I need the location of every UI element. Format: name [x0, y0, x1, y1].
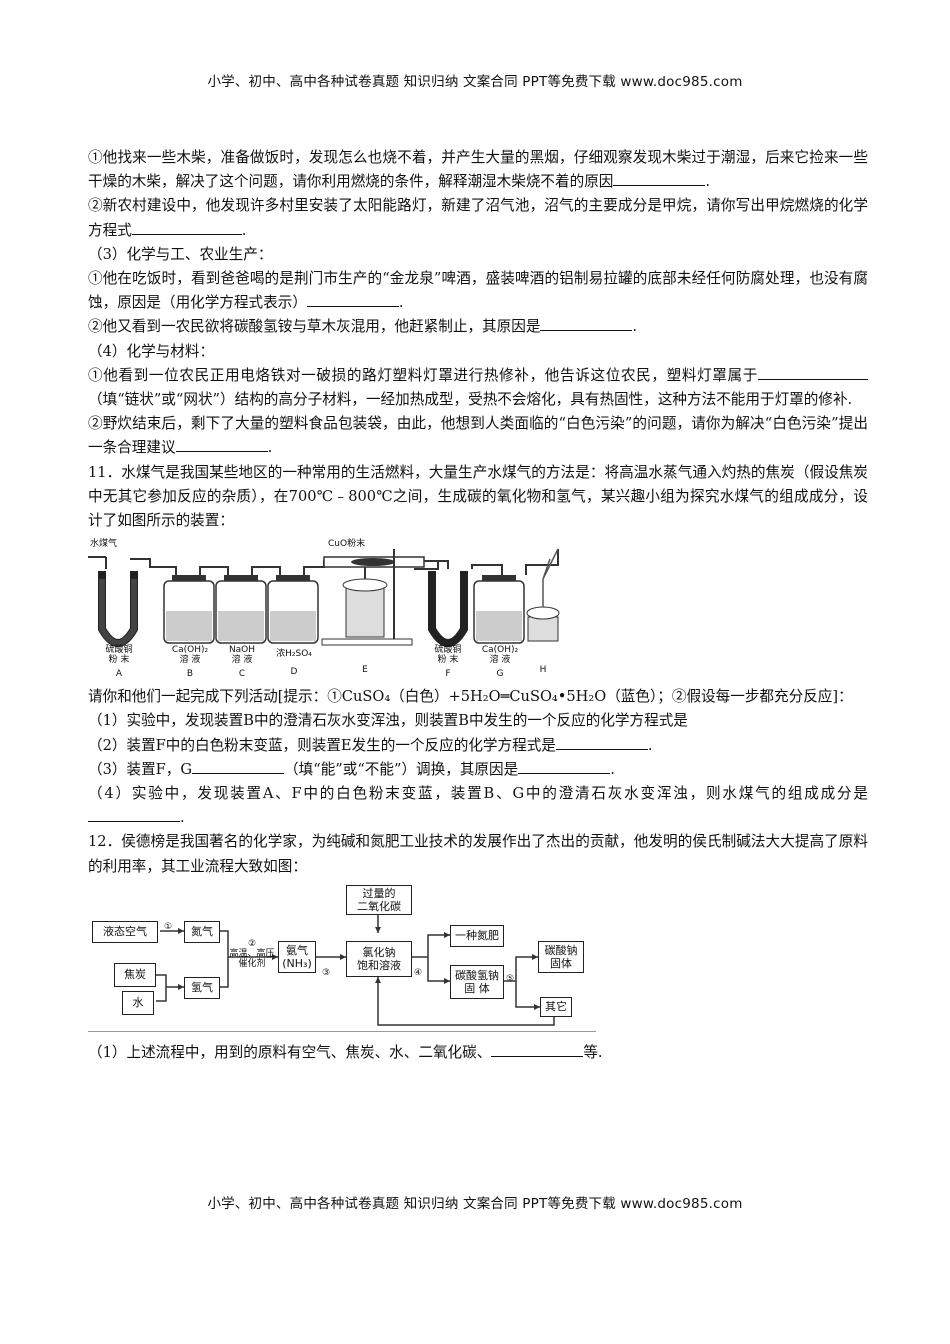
flowchart-arrows [156, 912, 555, 1026]
text: ①他看到一位农民正用电烙铁对一破损的路灯塑料灯罩进行热修补，他告诉这位农民，塑料… [88, 366, 758, 384]
divider [88, 1030, 596, 1032]
text: ①他在吃饭时，看到爸爸喝的是荆门市生产的“金龙泉”啤酒，盛装啤酒的铝制易拉罐的底… [88, 270, 868, 312]
step-1: ① [164, 921, 173, 932]
paragraph: ①他在吃饭时，看到爸爸喝的是荆门市生产的“金龙泉”啤酒，盛装啤酒的铝制易拉罐的底… [88, 267, 868, 315]
box-coke: 焦炭 [114, 962, 156, 987]
question-11-2: （2）装置F中的白色粉末变蓝，则装置E发生的一个反应的化学方程式是. [88, 735, 653, 754]
question-12: 12．侯德榜是我国著名的化学家，为纯碱和氮肥工业技术的发展作出了杰出的贡献，他发… [88, 833, 868, 875]
box-nitrogen: 氮气 [184, 920, 220, 943]
box-excess-co2: 过量的二氧化碳 [346, 884, 412, 915]
paragraph: ②新农村建设中，他发现许多村里安装了太阳能路灯，新建了沼气池，沼气的主要成分是甲… [88, 194, 868, 242]
answer-blank[interactable] [555, 735, 648, 750]
unit-h-label: H [539, 665, 547, 676]
box-nahco3: 碳酸氢钠固 体 [450, 964, 504, 999]
question-11-1: （1）实验中，发现装置B中的澄清石灰水变浑浊，则装置B中发生的一个反应的化学方程… [88, 712, 688, 730]
answer-blank[interactable] [88, 807, 180, 823]
paragraph: ①他看到一位农民正用电烙铁对一破损的路灯塑料灯罩进行热修补，他告诉这位农民，塑料… [88, 364, 868, 412]
question-12-1: （1）上述流程中，用到的原料有空气、焦炭、水、二氧化碳、等. [88, 1042, 603, 1061]
text: . [632, 318, 638, 336]
box-na2co3: 碳酸钠固体 [538, 940, 584, 973]
process-flowchart: 液态空气 氮气 焦炭 水 氢气 氨气(NH₃) 过量的二氧化碳 氯化钠饱和溶液 … [88, 884, 608, 1035]
question-11-3: （3）装置F，G（填“能”或“不能”）调换，其原因是. [88, 759, 615, 778]
hint: 请你和他们一起完成下列活动[提示：①CuSO₄（白色）+5H₂O═CuSO₄•5… [88, 688, 853, 706]
text: ①他找来一些木柴，准备做饭时，发现怎么也烧不着，并产生大量的黑烟，仔细观察发现木… [88, 149, 868, 191]
apparatus-drawing [88, 548, 560, 648]
text: . [705, 173, 711, 191]
unit-e-label: E [362, 665, 368, 676]
box-other: 其它 [540, 996, 572, 1017]
answer-blank[interactable] [175, 437, 268, 453]
text: ②新农村建设中，他发现许多村里安装了太阳能路灯，新建了沼气池，沼气的主要成分是甲… [88, 197, 868, 239]
answer-blank[interactable] [131, 220, 242, 235]
step-4: ④ [414, 967, 423, 978]
paragraph: ②他又看到一农民欲将碳酸氢铵与草木灰混用，他赶紧制止，其原因是. [88, 315, 868, 339]
text: . [241, 221, 247, 239]
answer-blank[interactable] [518, 759, 611, 774]
page-header: 小学、初中、高中各种试卷真题 知识归纳 文案合同 PPT等免费下载 www.do… [207, 74, 743, 90]
text: . [267, 439, 273, 457]
text: （填“链状”或“网状”）结构的高分子材料，一经加热成型，受热不会熔化，具有热固性… [88, 391, 853, 409]
box-liquid-air: 液态空气 [92, 920, 158, 943]
box-hydrogen: 氢气 [184, 976, 220, 999]
box-ammonia: 氨气(NH₃) [278, 940, 316, 973]
answer-blank[interactable] [491, 1042, 584, 1057]
page-footer: 小学、初中、高中各种试卷真题 知识归纳 文案合同 PPT等免费下载 www.do… [207, 1196, 743, 1212]
box-water: 水 [122, 990, 154, 1015]
step-5: ⑤ [506, 973, 515, 984]
answer-blank[interactable] [540, 316, 633, 332]
paragraph: ②野炊结束后，剩下了大量的塑料食品包装袋，由此，他想到人类面临的“白色污染”的问… [88, 412, 868, 460]
cuo-label: CuO粉末 [328, 539, 366, 550]
document-body: ①他找来一些木柴，准备做饭时，发现怎么也烧不着，并产生大量的黑烟，仔细观察发现木… [88, 146, 868, 1065]
question-11-4: （4）实验中，发现装置A、F中的白色粉末变蓝，装置B、G中的澄清石灰水变浑浊，则… [88, 785, 868, 827]
box-nacl-solution: 氯化钠饱和溶液 [346, 940, 412, 977]
text: ②野炊结束后，剩下了大量的塑料食品包装袋，由此，他想到人类面临的“白色污染”的问… [88, 415, 868, 457]
text: ②他又看到一农民欲将碳酸氢铵与草木灰混用，他赶紧制止，其原因是 [88, 318, 541, 336]
question-11: 11．水煤气是我国某些地区的一种常用的生活燃料，大量生产水煤气的方法是：将高温水… [88, 463, 868, 530]
paragraph: ①他找来一些木柴，准备做饭时，发现怎么也烧不着，并产生大量的黑烟，仔细观察发现木… [88, 146, 868, 194]
section-heading: （3）化学与工、农业生产： [88, 245, 273, 263]
step-3: ③ [322, 967, 331, 978]
text: . [398, 294, 404, 312]
answer-blank[interactable] [758, 365, 868, 380]
answer-blank[interactable] [192, 759, 285, 774]
section-heading: （4）化学与材料： [88, 342, 215, 360]
answer-blank[interactable] [613, 171, 706, 187]
inlet-label: 水煤气 [90, 539, 118, 550]
answer-blank[interactable] [306, 292, 399, 308]
box-fertilizer: 一种氮肥 [450, 924, 504, 947]
